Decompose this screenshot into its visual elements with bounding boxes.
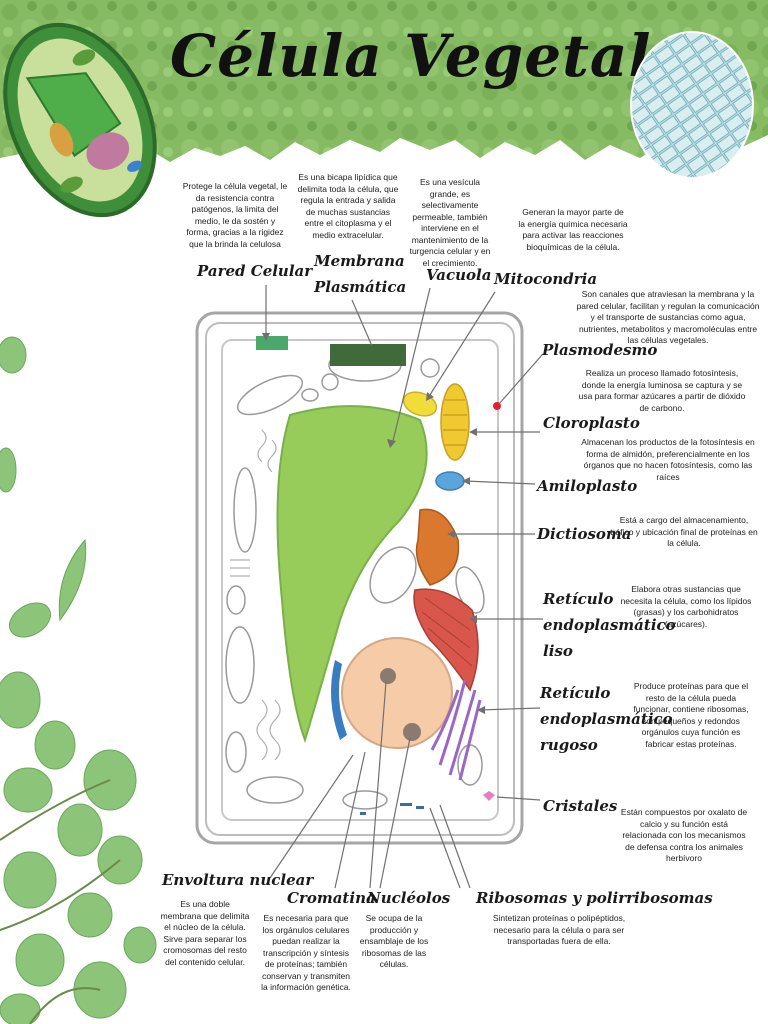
smooth-er-shape [430, 679, 482, 781]
plasmodesm-mark [256, 336, 288, 350]
label-vacuola: Vacuola [426, 266, 492, 284]
label-amiloplasto: Amiloplasto [537, 477, 638, 495]
desc-mitocondria: Generan la mayor parte de la energía quí… [518, 207, 628, 252]
desc-ribosomas: Sintetizan proteínas o polipéptidos, nec… [492, 913, 626, 946]
page-title: Célula Vegetal [170, 22, 652, 90]
desc-plasmodesmo: Son canales que atraviesan la membrana y… [576, 289, 760, 345]
label-membrana: Membrana Plasmática [314, 252, 407, 296]
desc-cromatina: Es necesaria para que los orgánulos celu… [261, 913, 351, 992]
chloroplast-shape [440, 383, 470, 461]
desc-amiloplasto: Almacenan los productos de la fotosíntes… [581, 437, 755, 482]
membrane-mark [330, 344, 406, 366]
nucleolus-2 [403, 723, 421, 741]
label-dictiosoma: Dictiosoma [537, 525, 632, 543]
desc-envoltura: Es una doble membrana que delimita el nú… [160, 899, 250, 968]
label-ribosomas: Ribosomas y polirribosomas [476, 889, 713, 907]
vacuole-shape [276, 405, 428, 744]
desc-re-liso: Elabora otras sustancias que necesita la… [620, 584, 752, 629]
amyloplast-shape [435, 471, 465, 491]
label-mitocondria: Mitocondria [494, 270, 598, 288]
label-re-rugoso: Retículo endoplasmático rugoso [540, 684, 673, 754]
desc-vacuola: Es una vesícula grande, es selectivament… [409, 177, 491, 268]
desc-membrana: Es una bicapa lipídica que delimita toda… [297, 172, 399, 240]
label-envoltura: Envoltura nuclear [162, 871, 314, 889]
desc-nucleolos: Se ocupa de la producción y ensamblaje d… [359, 913, 429, 969]
label-cristales: Cristales [543, 797, 618, 815]
crystal-shape [483, 791, 495, 801]
desc-pared-celular: Protege la célula vegetal, le da resiste… [182, 181, 288, 249]
label-nucleolos: Nucléolos [367, 889, 451, 907]
leader-lines [265, 285, 543, 889]
envelope-shape [331, 660, 347, 740]
plasma-membrane [221, 339, 499, 821]
rough-er-shape [413, 588, 479, 692]
cell-wall-inner [205, 322, 515, 836]
desc-cristales: Están compuestos por oxalato de calcio y… [620, 807, 748, 863]
desc-cloroplasto: Realiza un proceso llamado fotosíntesis,… [578, 368, 746, 413]
desc-dictiosoma: Está a cargo del almacenamiento, tráfico… [610, 515, 758, 548]
label-cromatina: Cromatina [287, 889, 376, 907]
label-pared-celular: Pared Celular [197, 262, 313, 280]
desc-re-rugoso: Produce proteínas para que el resto de l… [633, 681, 749, 749]
nucleolus-1 [380, 668, 396, 684]
nucleus-shape [341, 637, 453, 749]
dictyosome-shape [415, 508, 460, 586]
label-cloroplasto: Cloroplasto [543, 414, 640, 432]
label-plasmodesmo: Plasmodesmo [542, 341, 658, 359]
